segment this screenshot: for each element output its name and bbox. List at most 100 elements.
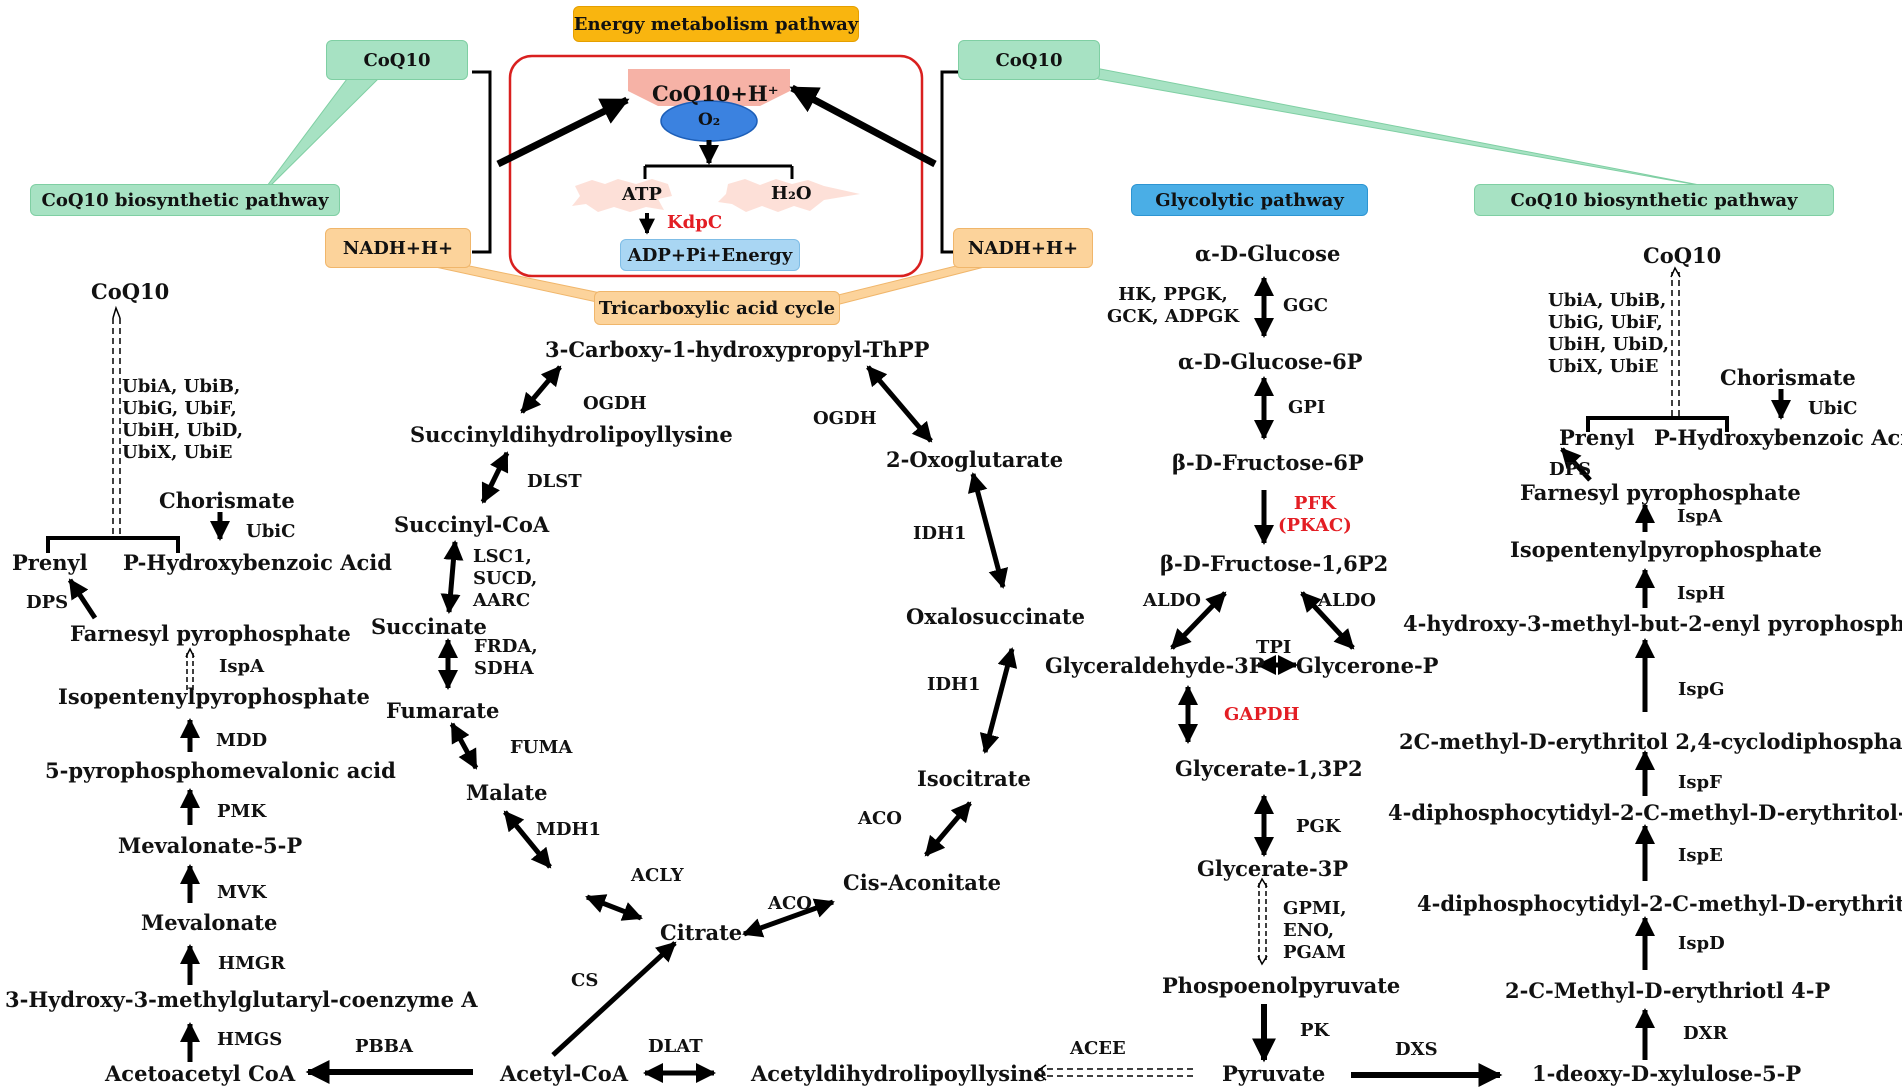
glyc-glycerone-p: Glycerone-P	[1296, 653, 1439, 678]
glyc-pyruvate: Pyruvate	[1222, 1061, 1326, 1086]
dlat-enzyme: DLAT	[648, 1036, 703, 1057]
coq10-biosynthetic-header-right: CoQ10 biosynthetic pathway	[1474, 184, 1834, 216]
acee-enzyme: ACEE	[1070, 1038, 1126, 1059]
left-ipp: Isopentenylpyrophosphate	[58, 684, 370, 709]
tca-cs: CS	[571, 970, 599, 991]
tca-lsc-enzymes: LSC1, SUCD, AARC	[473, 546, 538, 611]
right-ispf: IspF	[1678, 772, 1722, 793]
callout-tail-left	[257, 78, 380, 199]
left-pyrophosphomevalonic: 5-pyrophosphomevalonic acid	[45, 758, 396, 783]
left-mevalonate: Mevalonate	[141, 910, 278, 935]
atp-burst	[572, 179, 672, 212]
tca-mdh1: MDH1	[536, 819, 602, 840]
tca-succinyl-coa: Succinyl-CoA	[394, 512, 550, 537]
tca-cis-aconitate: Cis-Aconitate	[843, 870, 1001, 895]
tca-frda-enzymes: FRDA, SDHA	[474, 636, 538, 679]
right-ispg: IspG	[1678, 679, 1725, 700]
coq10-biosynthetic-header-left: CoQ10 biosynthetic pathway	[30, 184, 340, 216]
glyc-glucose: α-D-Glucose	[1195, 241, 1341, 266]
right-mecpp: 2C-methyl-D-erythritol 2,4-cyclodiphosph…	[1399, 729, 1902, 754]
left-dps: DPS	[26, 592, 69, 613]
glyc-fructose-6p: β-D-Fructose-6P	[1172, 450, 1364, 475]
left-chorismate: Chorismate	[159, 488, 295, 513]
tca-succinate: Succinate	[371, 614, 487, 639]
left-coq10: CoQ10	[91, 279, 170, 304]
acetyl-coa: Acetyl-CoA	[500, 1061, 629, 1086]
left-fpp: Farnesyl pyrophosphate	[70, 621, 351, 646]
right-isph: IspH	[1677, 583, 1726, 604]
glyc-pfk-enzyme: PFK (PKAC)	[1278, 493, 1352, 536]
h2o-label: H₂O	[771, 183, 812, 204]
left-mevalonate-5p: Mevalonate-5-P	[118, 833, 303, 858]
left-mvk: MVK	[217, 882, 267, 903]
kdpc-enzyme: KdpC	[667, 212, 723, 233]
tca-ogdh-left: OGDH	[583, 393, 647, 414]
coq10h-label: CoQ10+H⁺	[652, 81, 779, 106]
glyc-pgk: PGK	[1296, 816, 1341, 837]
right-dxp: 1-deoxy-D-xylulose-5-P	[1532, 1061, 1802, 1086]
tca-fuma: FUMA	[510, 737, 573, 758]
tca-citrate: Citrate	[660, 920, 743, 945]
tca-malate: Malate	[466, 780, 548, 805]
glyc-aldo-left: ALDO	[1143, 590, 1201, 611]
tca-thpp: 3-Carboxy-1-hydroxypropyl-ThPP	[545, 337, 930, 362]
tca-idh1-upper: IDH1	[913, 523, 967, 544]
acetyldihydrolipoyllysine: Acetyldihydrolipoyllysine	[751, 1061, 1047, 1086]
energy-metabolism-box	[508, 54, 924, 278]
left-prenyl: Prenyl	[12, 550, 88, 575]
right-ubic: UbiC	[1808, 398, 1858, 419]
glyc-gapdh-enzyme: GAPDH	[1224, 704, 1300, 725]
glyc-tpi: TPI	[1256, 637, 1292, 658]
glycolytic-pathway-header: Glycolytic pathway	[1131, 184, 1368, 216]
right-cdp-me: 4-diphosphocytidyl-2-C-methyl-D-erythrit…	[1417, 891, 1902, 916]
nadh-callout-right: NADH+H+	[953, 228, 1093, 268]
tca-aco-lower: ACO	[768, 893, 812, 914]
coq10-callout-right: CoQ10	[958, 40, 1100, 80]
adp-energy-box: ADP+Pi+Energy	[620, 239, 800, 271]
o2-label: O₂	[698, 110, 721, 130]
tca-fumarate: Fumarate	[386, 698, 500, 723]
glyc-glyceraldehyde-3p: Glyceraldehyde-3P	[1045, 653, 1265, 678]
right-ubi-enzymes: UbiA, UbiB, UbiG, UbiF, UbiH, UbiD, UbiX…	[1548, 290, 1670, 377]
right-coq10: CoQ10	[1643, 243, 1722, 268]
glyc-pk: PK	[1300, 1020, 1330, 1041]
tca-succinyldihydrolipoyllysine: Succinyldihydrolipoyllysine	[410, 422, 733, 447]
tca-ogdh-right: OGDH	[813, 408, 877, 429]
right-cdp-mep: 4-diphosphocytidyl-2-C-methyl-D-erythrit…	[1388, 800, 1902, 825]
callout-tail-right	[1083, 65, 1716, 189]
callout-tail-nadh-left	[416, 262, 622, 305]
right-phba: P-Hydroxybenzoic Acid	[1654, 425, 1902, 450]
tca-2-oxoglutarate: 2-Oxoglutarate	[886, 447, 1064, 472]
tca-cycle-header: Tricarboxylic acid cycle	[594, 291, 840, 325]
glyc-fructose-16p2: β-D-Fructose-1,6P2	[1160, 551, 1389, 576]
left-ispa: IspA	[219, 656, 265, 677]
right-ispd: IspD	[1678, 933, 1725, 954]
right-ispe: IspE	[1678, 845, 1723, 866]
left-phba: P-Hydroxybenzoic Acid	[123, 550, 392, 575]
callout-tail-nadh-right	[824, 262, 1001, 305]
energy-metabolism-header: Energy metabolism pathway	[573, 6, 859, 42]
tca-dlst: DLST	[527, 471, 582, 492]
coq10-callout-left: CoQ10	[326, 40, 468, 80]
right-mep: 2-C-Methyl-D-erythriotl 4-P	[1505, 978, 1831, 1003]
right-fpp: Farnesyl pyrophosphate	[1520, 480, 1801, 505]
nadh-callout-left: NADH+H+	[325, 228, 471, 268]
glyc-glucose-6p: α-D-Glucose-6P	[1178, 349, 1363, 374]
left-ubi-enzymes: UbiA, UbiB, UbiG, UbiF, UbiH, UbiD, UbiX…	[122, 376, 244, 463]
left-pmk: PMK	[217, 801, 267, 822]
left-hmgr: HMGR	[218, 953, 286, 974]
right-hmbpp: 4-hydroxy-3-methyl-but-2-enyl pyrophosph…	[1403, 611, 1902, 636]
glyc-glycerate-13p2: Glycerate-1,3P2	[1175, 756, 1363, 781]
glyc-glycerate-3p: Glycerate-3P	[1197, 856, 1349, 881]
left-hmg-coa: 3-Hydroxy-3-methylglutaryl-coenzyme A	[5, 987, 478, 1012]
right-dxr: DXR	[1683, 1023, 1728, 1044]
right-ipp: Isopentenylpyrophosphate	[1510, 537, 1822, 562]
left-hmgs: HMGS	[217, 1029, 283, 1050]
left-acetoacetyl-coa: Acetoacetyl CoA	[105, 1061, 296, 1086]
tca-isocitrate: Isocitrate	[917, 766, 1031, 791]
glyc-aldo-right: ALDO	[1318, 590, 1376, 611]
h2o-burst	[718, 179, 860, 212]
tca-aco-upper: ACO	[858, 808, 902, 829]
